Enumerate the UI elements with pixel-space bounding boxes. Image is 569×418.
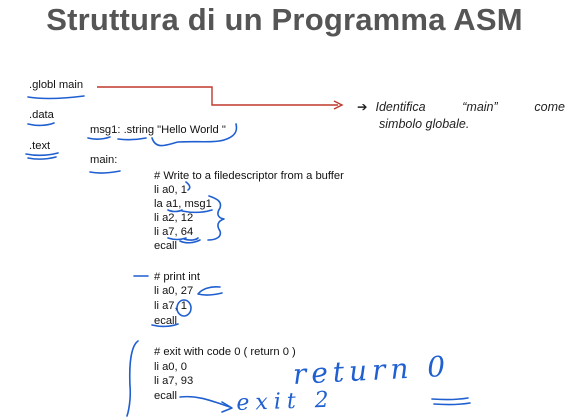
ink-arrow-27 [197, 286, 223, 296]
annotation-note: ➔ Identifica “main” come simbolo globale. [357, 99, 565, 133]
ink-underline-text [25, 152, 59, 157]
ink-underline-text-2 [27, 156, 57, 160]
data-directive: .data [29, 109, 54, 121]
slide-title: Struttura di un Programma ASM [46, 2, 523, 37]
ink-double-underline [431, 397, 469, 401]
ink-underline-msg1 [87, 136, 111, 140]
arrow-bullet-icon: ➔ [357, 100, 368, 114]
msg1-definition: msg1: .string "Hello World " [90, 124, 226, 136]
ink-underline-globl [27, 95, 85, 100]
write-comment: # Write to a filedescriptor from a buffe… [154, 170, 344, 182]
ink-underline-data [27, 122, 55, 127]
ink-double-underline-2 [433, 402, 471, 406]
code-line: ecall [154, 315, 178, 327]
red-connector-arrow [97, 86, 338, 106]
annotation-word: come [534, 100, 565, 114]
code-line: ecall [154, 390, 178, 402]
globl-directive: .globl main [29, 79, 84, 91]
ink-underline-string [117, 137, 147, 141]
ink-bracket-exit [126, 340, 139, 417]
annotation-word: “main” [462, 100, 498, 114]
exit-comment: # exit with code 0 ( return 0 ) [154, 346, 296, 358]
annotation-word: Identifica [375, 100, 426, 114]
code-line: la a1, msg1 [154, 198, 212, 210]
print-comment: # print int [154, 271, 201, 283]
code-line: li a2, 12 [154, 212, 194, 224]
red-arrowhead-icon [333, 100, 344, 110]
ink-underline-main [89, 170, 121, 174]
code-line: li a0, 27 [154, 285, 194, 297]
code-line: li a7, 1 [154, 300, 187, 312]
annotation-line2: simbolo globale. [379, 117, 470, 131]
ink-arrow-exit-head [221, 401, 233, 413]
main-label: main: [90, 154, 118, 166]
code-line: ecall [154, 240, 178, 252]
code-line: li a7, 64 [154, 226, 194, 238]
ink-arrow-exit [179, 395, 231, 408]
code-line: li a0, 1 [154, 184, 187, 196]
code-line: li a7, 93 [154, 375, 194, 387]
handwritten-exit: exit 2 [236, 387, 336, 416]
code-line: li a0, 0 [154, 361, 187, 373]
text-directive: .text [29, 140, 51, 152]
handwritten-return: return 0 [292, 349, 451, 391]
ink-arrow-64 [179, 239, 201, 244]
